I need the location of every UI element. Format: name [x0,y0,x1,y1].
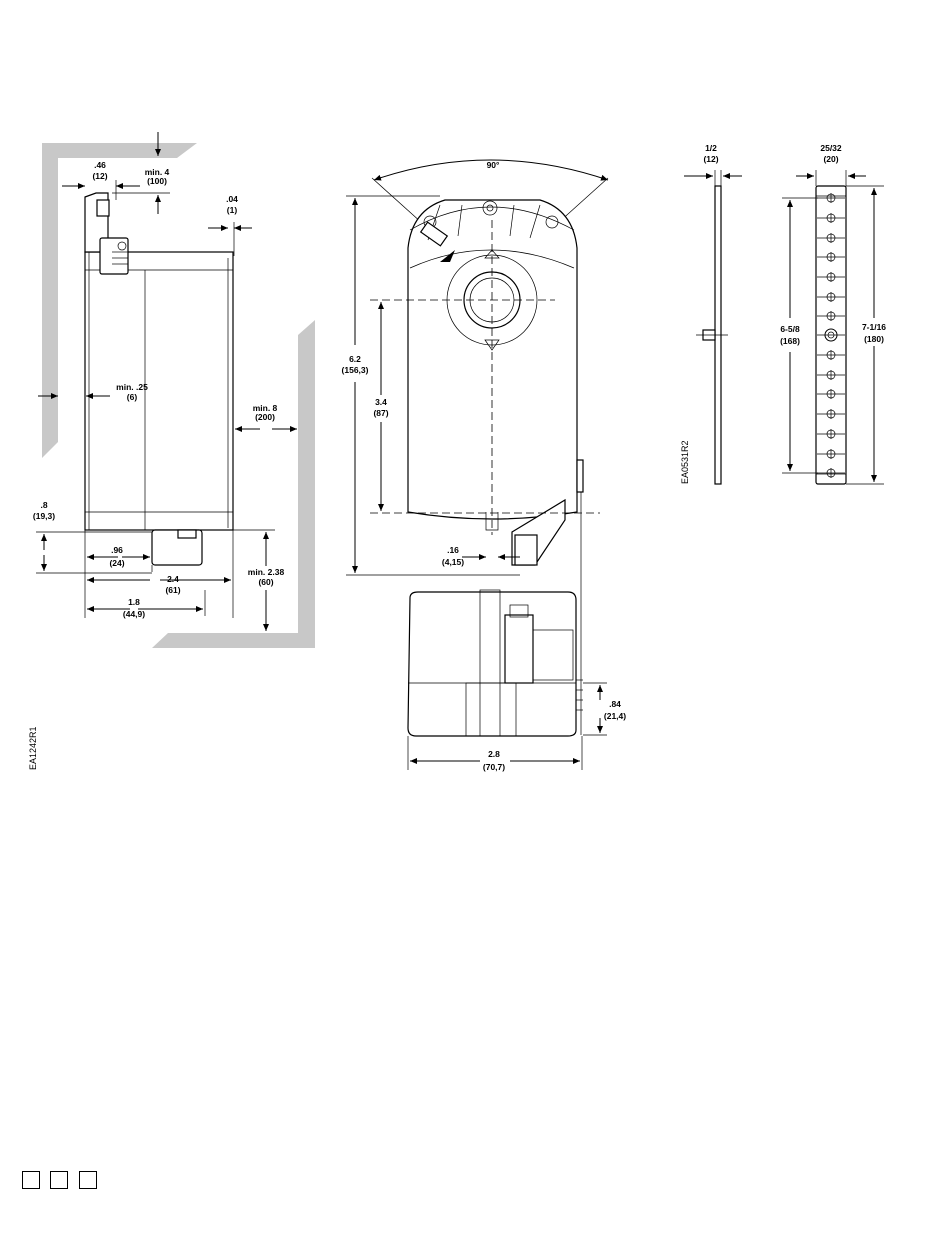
angle-90: 90° [487,160,500,170]
dim-min8-mm: (200) [255,412,275,422]
dim-016: .16 [447,545,459,555]
bracket-drawing-code: EA0531R2 [680,440,690,484]
dim-min4-mm: (100) [147,176,167,186]
dim-28: 2.8 [488,749,500,759]
dim-34: 3.4 [375,397,387,407]
bracket-views: 1/2 (12) EA0531R2 25/32 [680,143,886,484]
actuator-front-body [408,200,577,519]
dim-08: .8 [40,500,47,510]
dim-18-mm: (44,9) [123,609,145,619]
actuator-side-body [85,252,233,530]
dim-min238: min. 2.38 [248,567,285,577]
dim-min025-mm: (6) [127,392,138,402]
dim-084-mm: (21,4) [604,711,626,721]
side-drawing-code: EA1242R1 [28,726,38,770]
dim-096: .96 [111,545,123,555]
dim-34-mm: (87) [373,408,388,418]
footer-box-2 [50,1171,68,1189]
dim-096-mm: (24) [109,558,124,568]
dim-24: 2.4 [167,574,179,584]
dim-24-mm: (61) [165,585,180,595]
dim-2532: 25/32 [820,143,842,153]
dim-7116: 7-1/16 [862,322,886,332]
dim-min238-mm: (60) [258,577,273,587]
dim-min025: min. .25 [116,382,148,392]
dim-016-mm: (4,15) [442,557,464,567]
dim-28-mm: (70,7) [483,762,505,772]
side-view: .46 (12) min. 4 (100) .04 (1) min. .25 (… [28,132,315,770]
dim-2532-mm: (20) [823,154,838,164]
dim-62: 6.2 [349,354,361,364]
footer-box-1 [22,1171,40,1189]
dim-658-mm: (168) [780,336,800,346]
dim-658: 6-5/8 [780,324,800,334]
dim-18: 1.8 [128,597,140,607]
actuator-bottom-body [408,592,576,736]
dim-004-mm: (1) [227,205,238,215]
dim-046: .46 [94,160,106,170]
footer-box-3 [79,1171,97,1189]
dim-084: .84 [609,699,621,709]
dim-08-mm: (19,3) [33,511,55,521]
front-view: 90° 6.2 (156,3) [342,160,627,772]
dim-12-mm: (12) [703,154,718,164]
dim-7116-mm: (180) [864,334,884,344]
dim-046-mm: (12) [92,171,107,181]
dim-62-mm: (156,3) [342,365,369,375]
dim-004: .04 [226,194,238,204]
dim-12: 1/2 [705,143,717,153]
